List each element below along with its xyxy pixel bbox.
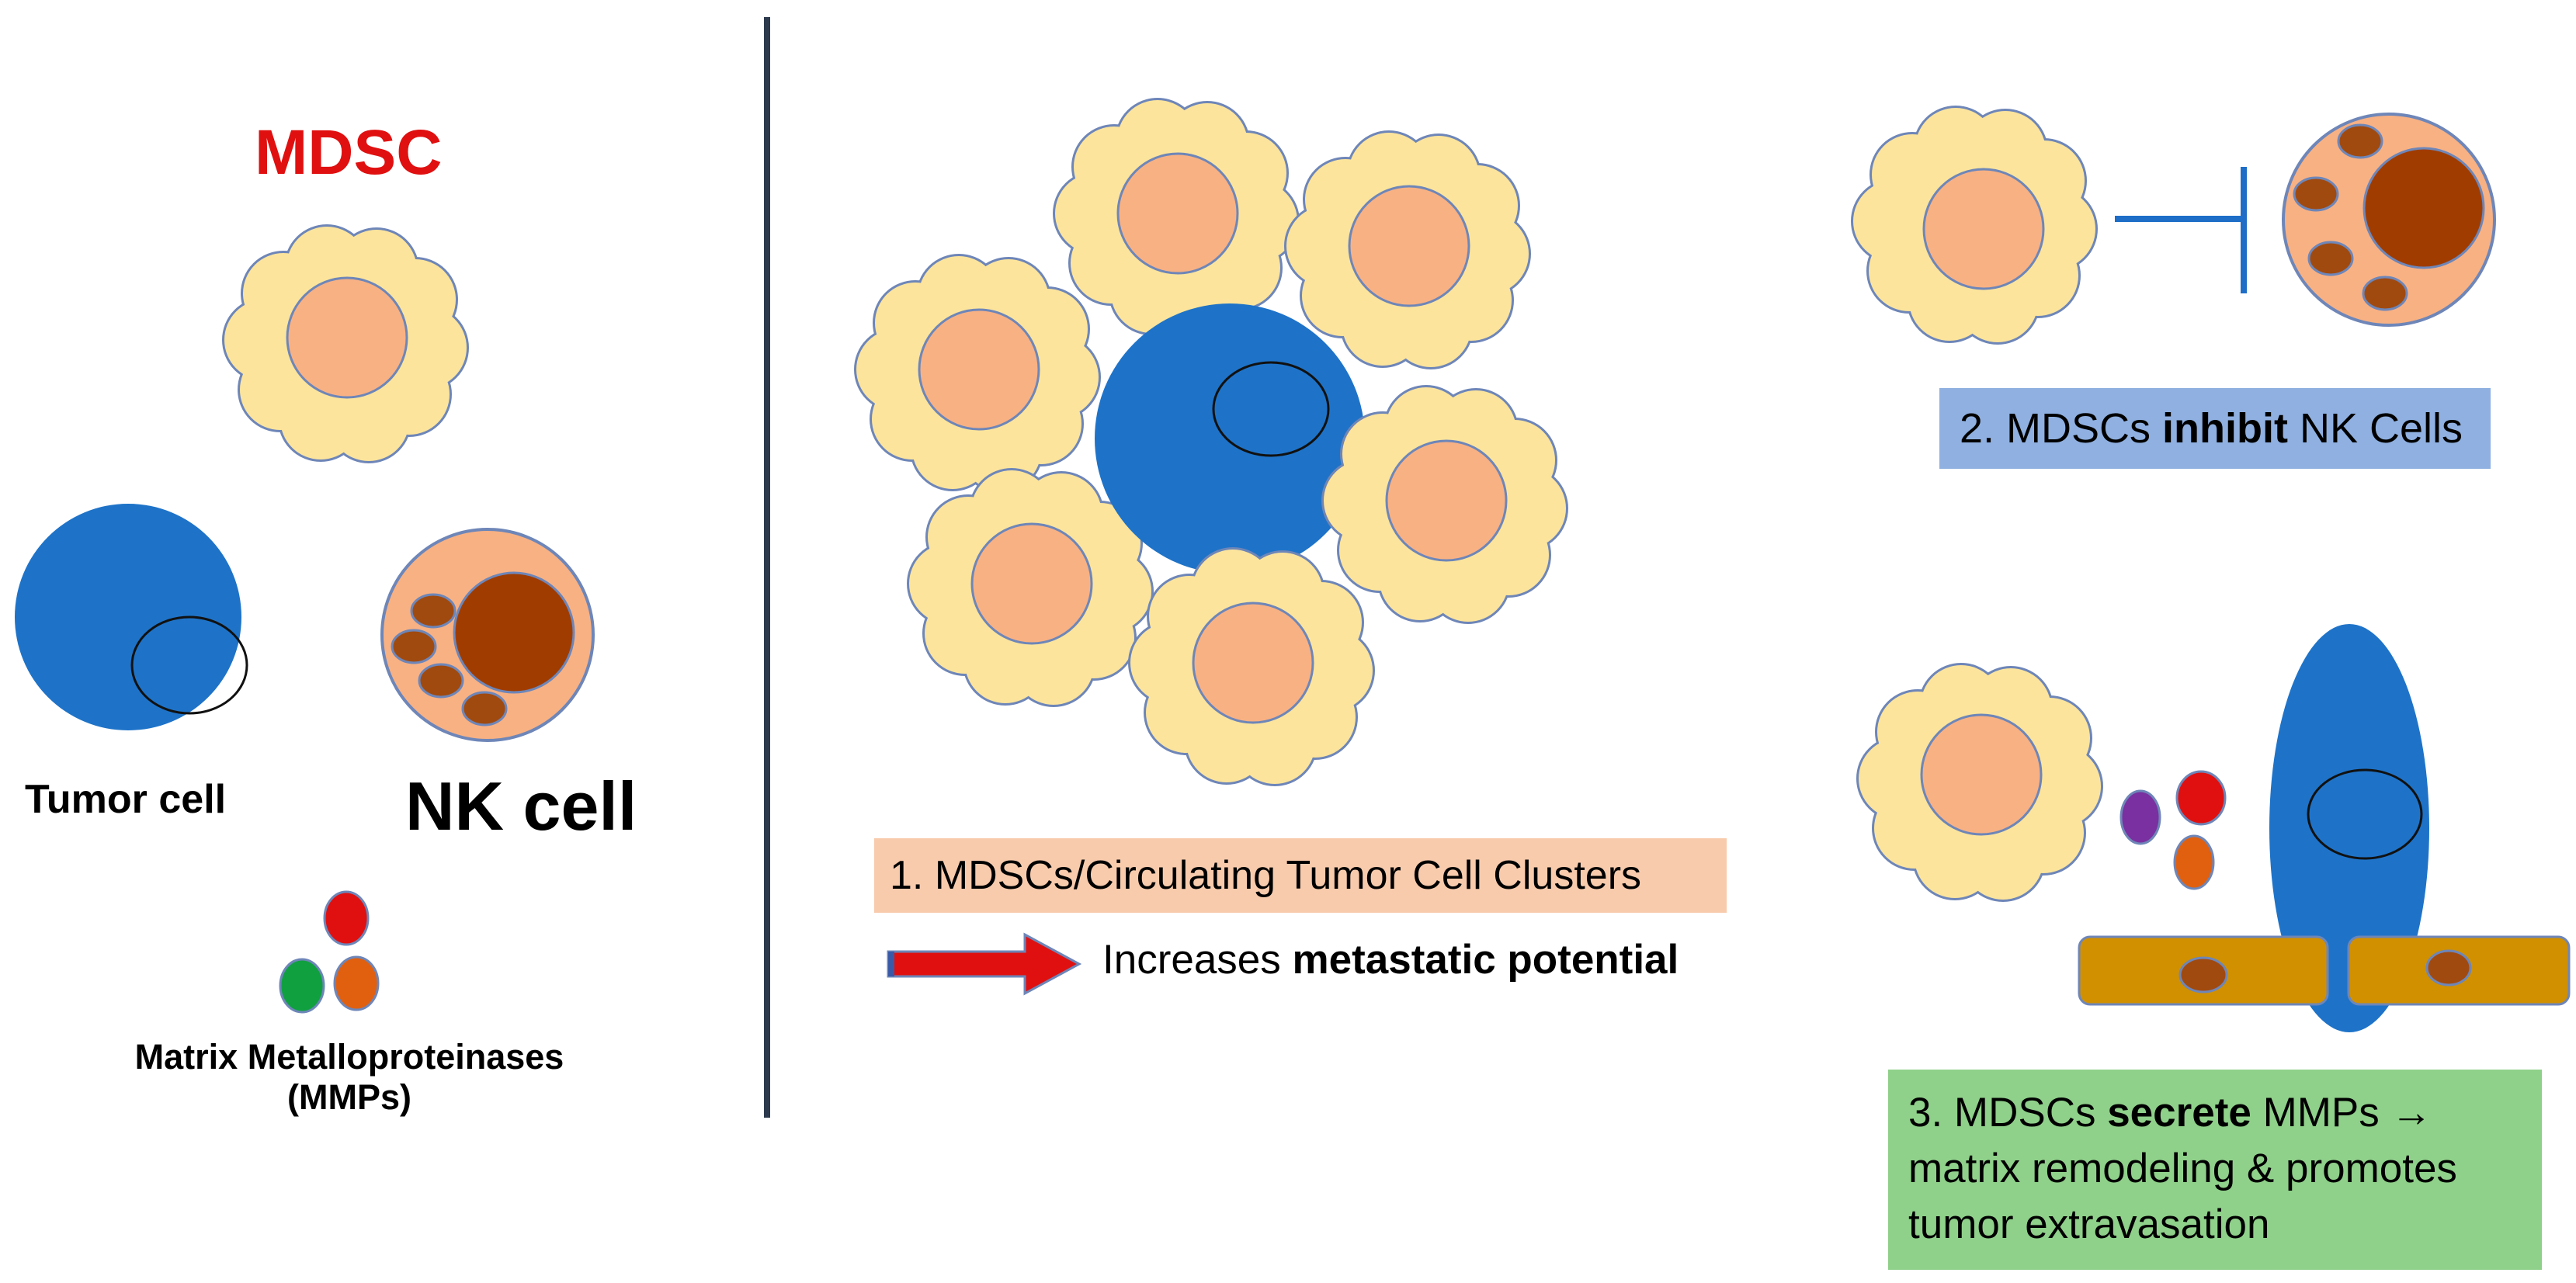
nk-cell-label: NK cell (405, 768, 637, 844)
secrete-caption: 3. MDSCs secrete MMPs → matrix remodelin… (1888, 1070, 2542, 1270)
inhibit-caption-bold: inhibit (2162, 405, 2288, 452)
inhibit-caption-prefix: 2. MDSCs (1960, 405, 2163, 452)
cluster-caption-text: 1. MDSCs/Circulating Tumor Cell Clusters (890, 853, 1642, 898)
tumor-cell-label: Tumor cell (25, 777, 227, 822)
inhibit-nk-cell (2282, 113, 2496, 327)
cluster-mdsc-top-right (1286, 133, 1529, 367)
secrete-caption-line3: tumor extravasation (1908, 1202, 2270, 1247)
mmp-label: Matrix Metalloproteinases (MMPs) (101, 1037, 598, 1118)
metastatic-bold: metastatic potential (1292, 937, 1679, 983)
inhibit-line (2115, 167, 2247, 293)
cluster-mdsc-top-left (1055, 100, 1297, 335)
endothelial-cell-left (2078, 935, 2329, 1006)
mmp-label-line2: (MMPs) (287, 1077, 411, 1117)
secrete-caption-suffix: MMPs → (2251, 1090, 2432, 1136)
secrete-caption-line1: 3. MDSCs secrete MMPs → (1908, 1085, 2542, 1141)
inhibit-mdsc-cell (1853, 108, 2095, 342)
increase-arrow (887, 932, 1082, 996)
cluster-mdsc-right (1324, 387, 1566, 622)
secrete-caption-prefix: 3. MDSCs (1908, 1090, 2108, 1136)
legend-mmps (279, 890, 380, 1014)
secreted-mmps (2119, 770, 2227, 890)
cluster-mdsc-bottom-left (909, 470, 1151, 705)
cluster-tumor-cell (1095, 303, 1365, 574)
endothelial-cell-right (2347, 935, 2571, 1006)
secrete-caption-bold: secrete (2107, 1090, 2251, 1136)
cluster-caption: 1. MDSCs/Circulating Tumor Cell Clusters (874, 838, 1727, 913)
extravasating-tumor-cell (2269, 624, 2429, 1032)
legend-nk-cell (380, 528, 595, 742)
secrete-caption-line2: matrix remodeling & promotes (1908, 1146, 2457, 1191)
metastatic-potential-text: Increases metastatic potential (1102, 936, 1679, 983)
cluster-mdsc-left (856, 256, 1099, 491)
cluster-mdsc-bottom (1130, 550, 1373, 784)
inhibit-caption: 2. MDSCs inhibit NK Cells (1939, 388, 2491, 469)
extravasation-mdsc-cell (1859, 665, 2101, 900)
legend-tumor-cell (15, 504, 248, 730)
legend-mdsc-cell (224, 227, 467, 461)
mdsc-title: MDSC (255, 117, 443, 188)
mmp-label-line1: Matrix Metalloproteinases (134, 1037, 564, 1077)
metastatic-plain: Increases (1102, 937, 1293, 983)
inhibit-caption-suffix: NK Cells (2288, 405, 2463, 452)
